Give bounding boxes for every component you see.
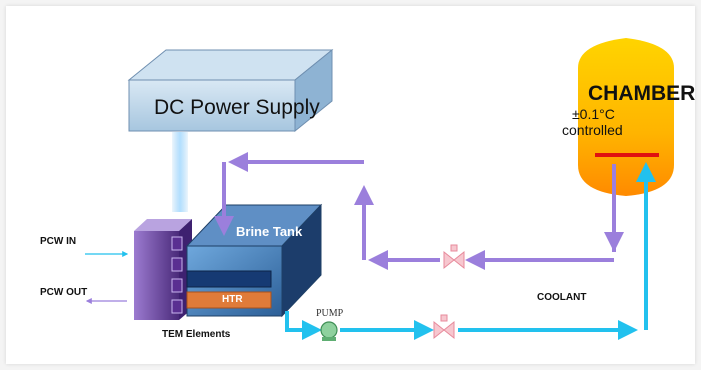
- chamber-vessel: [578, 38, 674, 196]
- coolant-loop: [285, 162, 656, 340]
- brine-tank-label: Brine Tank: [236, 224, 303, 239]
- chamber-spec-controlled: controlled: [562, 122, 623, 138]
- chamber-title: CHAMBER: [588, 82, 696, 105]
- chamber-heater-bar: [595, 153, 659, 157]
- tem-elements-label: TEM Elements: [162, 329, 231, 340]
- tem-elements: [134, 219, 192, 320]
- heater-element: [186, 291, 272, 309]
- power-beam: [172, 132, 188, 212]
- pump-label: PUMP: [316, 308, 344, 319]
- brine-tank: [185, 203, 323, 318]
- coolant-valve-icon: [433, 314, 455, 340]
- pcw-in-label: PCW IN: [40, 236, 77, 247]
- tank-fill-level: [186, 270, 272, 288]
- return-valve-icon: [443, 244, 465, 270]
- coolant-label: COOLANT: [537, 292, 587, 303]
- pump-icon: [320, 321, 338, 341]
- chamber-spec: ±0.1°C: [572, 106, 615, 122]
- brine-loop: [214, 152, 616, 270]
- pcw-out-label: PCW OUT: [40, 287, 88, 298]
- power-supply-label: DC Power Supply: [154, 96, 320, 119]
- heater-label: HTR: [222, 294, 243, 305]
- dc-power-supply: [127, 48, 334, 133]
